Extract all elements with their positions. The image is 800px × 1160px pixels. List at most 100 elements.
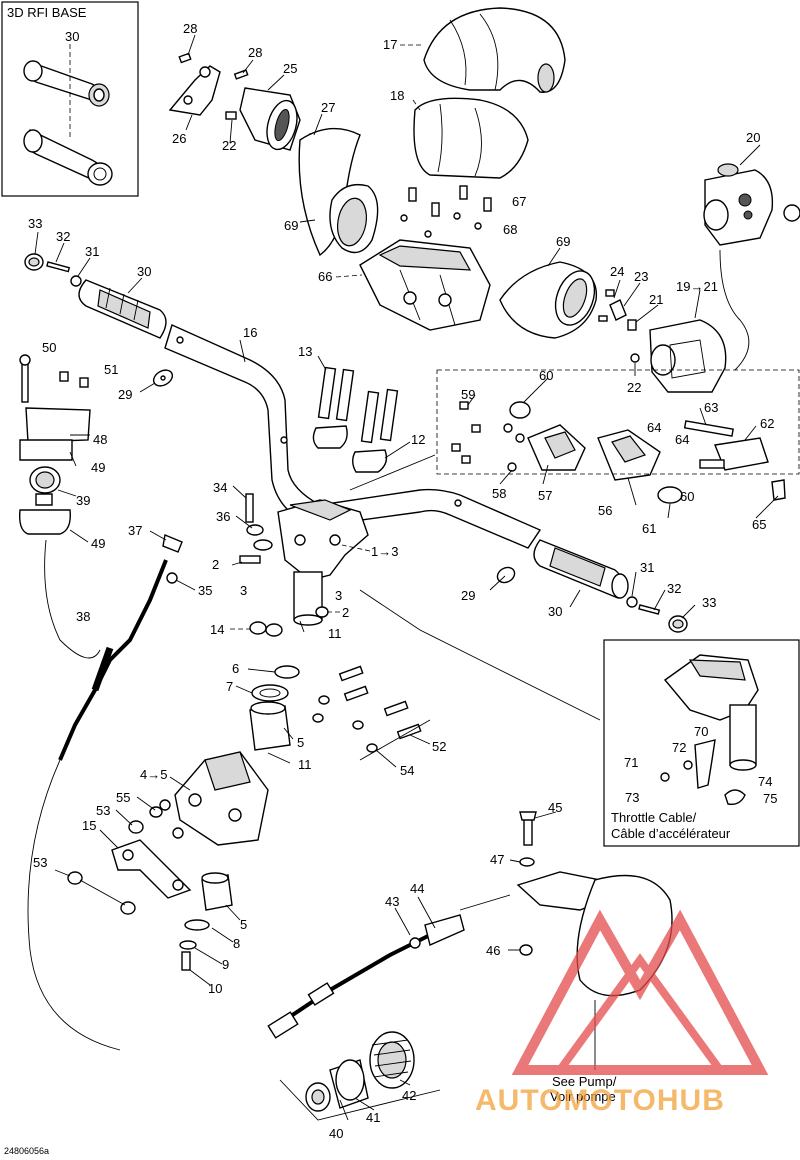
control-housing-25: [239, 87, 301, 151]
see-pump-note-en: See Pump/: [552, 1074, 617, 1089]
callout: 1→3: [371, 544, 398, 559]
lower-bushing-5-8-9-10: [179, 872, 233, 971]
callout: 19→21: [676, 279, 718, 294]
callout: 64: [675, 432, 689, 447]
callout: 5: [297, 735, 304, 750]
lower-stem-parts: [249, 665, 300, 751]
steering-bracket-4-5: [159, 751, 269, 846]
callout: 42: [402, 1088, 416, 1103]
callout: 60: [680, 489, 694, 504]
callout: 49: [91, 536, 105, 551]
callout: 25: [283, 61, 297, 76]
callout: 24: [610, 264, 624, 279]
callout: 51: [104, 362, 118, 377]
callout: 35: [198, 583, 212, 598]
callout: 45: [548, 800, 562, 815]
callout: 29: [461, 588, 475, 603]
callout: 75: [763, 791, 777, 806]
callout: 22: [627, 380, 641, 395]
callout: 57: [538, 488, 552, 503]
callout: 56: [598, 503, 612, 518]
bolts-52-54: [312, 665, 422, 753]
callout: 61: [642, 521, 656, 536]
callout: 38: [76, 609, 90, 624]
callout: 72: [672, 740, 686, 755]
bracket-group-48-49-39: [18, 354, 91, 535]
callout: 58: [492, 486, 506, 501]
upper-cover-17: [423, 7, 566, 93]
callout: 12: [411, 432, 425, 447]
callout: 16: [243, 325, 257, 340]
callout: 36: [216, 509, 230, 524]
callout: 27: [321, 100, 335, 115]
callout: 53: [96, 803, 110, 818]
callout: 68: [503, 222, 517, 237]
lower-cable-assembly: [267, 914, 465, 1039]
callout: 47: [490, 852, 504, 867]
inset-title: 3D RFI BASE: [7, 5, 87, 20]
callout: 67: [512, 194, 526, 209]
small-parts-21-22-23-24: [598, 289, 640, 363]
callout: 66: [318, 269, 332, 284]
cable-fittings-40-41-42: [279, 1031, 441, 1121]
callout: 50: [42, 340, 56, 355]
see-pump-note-fr: Voir pompe: [550, 1089, 616, 1104]
callout: 7: [226, 679, 233, 694]
callout: 28: [183, 21, 197, 36]
center-housing-66: [359, 239, 491, 331]
inset-right-labels: 70 72 71 73 74 75 Throttle Cable/ Câble …: [611, 724, 777, 841]
callout: 43: [385, 894, 399, 909]
callout: 2: [212, 557, 219, 572]
clamp-bolts-13: [317, 366, 399, 444]
throttle-cable-caption-fr: Câble d’accélérateur: [611, 826, 731, 841]
washer-29-upper: [152, 369, 174, 387]
callout: 32: [667, 581, 681, 596]
callout: 70: [694, 724, 708, 739]
throttle-cable-caption-en: Throttle Cable/: [611, 810, 697, 825]
callout: 44: [410, 881, 424, 896]
switch-19: [649, 319, 727, 393]
callout: 13: [298, 344, 312, 359]
callout: 20: [746, 130, 760, 145]
callout: 31: [85, 244, 99, 259]
drawing-number: 24806056a: [4, 1146, 49, 1156]
callout: 29: [118, 387, 132, 402]
callout: 41: [366, 1110, 380, 1125]
inset-3d-rfi-base: [1, 1, 139, 197]
callout: 32: [56, 229, 70, 244]
callout: 22: [222, 138, 236, 153]
callout: 5: [240, 917, 247, 932]
callout: 18: [390, 88, 404, 103]
bracket-26: [168, 65, 221, 116]
callout: 52: [432, 739, 446, 754]
callout-30-inset: 30: [65, 29, 79, 44]
watermark-brand: AUTOMOTOHUB: [475, 1084, 725, 1117]
handlebar-grip-lower: [23, 129, 113, 186]
callout: 33: [28, 216, 42, 231]
leader-lines: [34, 34, 779, 1121]
left-grip-assembly: [24, 253, 167, 339]
callout: 55: [116, 790, 130, 805]
callout: 37: [128, 523, 142, 538]
clamps-12: [312, 425, 388, 473]
callout: 60: [539, 368, 553, 383]
boot-69-left: [298, 127, 379, 257]
callout: 11: [298, 757, 312, 772]
callout: 4→5: [140, 767, 167, 782]
callout: 59: [461, 387, 475, 402]
switch-20: [703, 163, 800, 246]
callout: 26: [172, 131, 186, 146]
inset-throttle-cable: [603, 639, 800, 847]
stem-bolts-34-36: [239, 493, 273, 564]
callout: 30: [137, 264, 151, 279]
steering-stem-1-3: [277, 499, 369, 626]
handlebar-16: [164, 324, 542, 549]
callout: 69: [284, 218, 298, 233]
callout-labels: 30 28 28 30 25 26 22 27 17 18 20 67 68 6…: [28, 21, 774, 1141]
callout: 2: [342, 605, 349, 620]
callout: 6: [232, 661, 239, 676]
screws-67-68: [400, 185, 492, 238]
right-throttle-parts: [451, 401, 786, 504]
